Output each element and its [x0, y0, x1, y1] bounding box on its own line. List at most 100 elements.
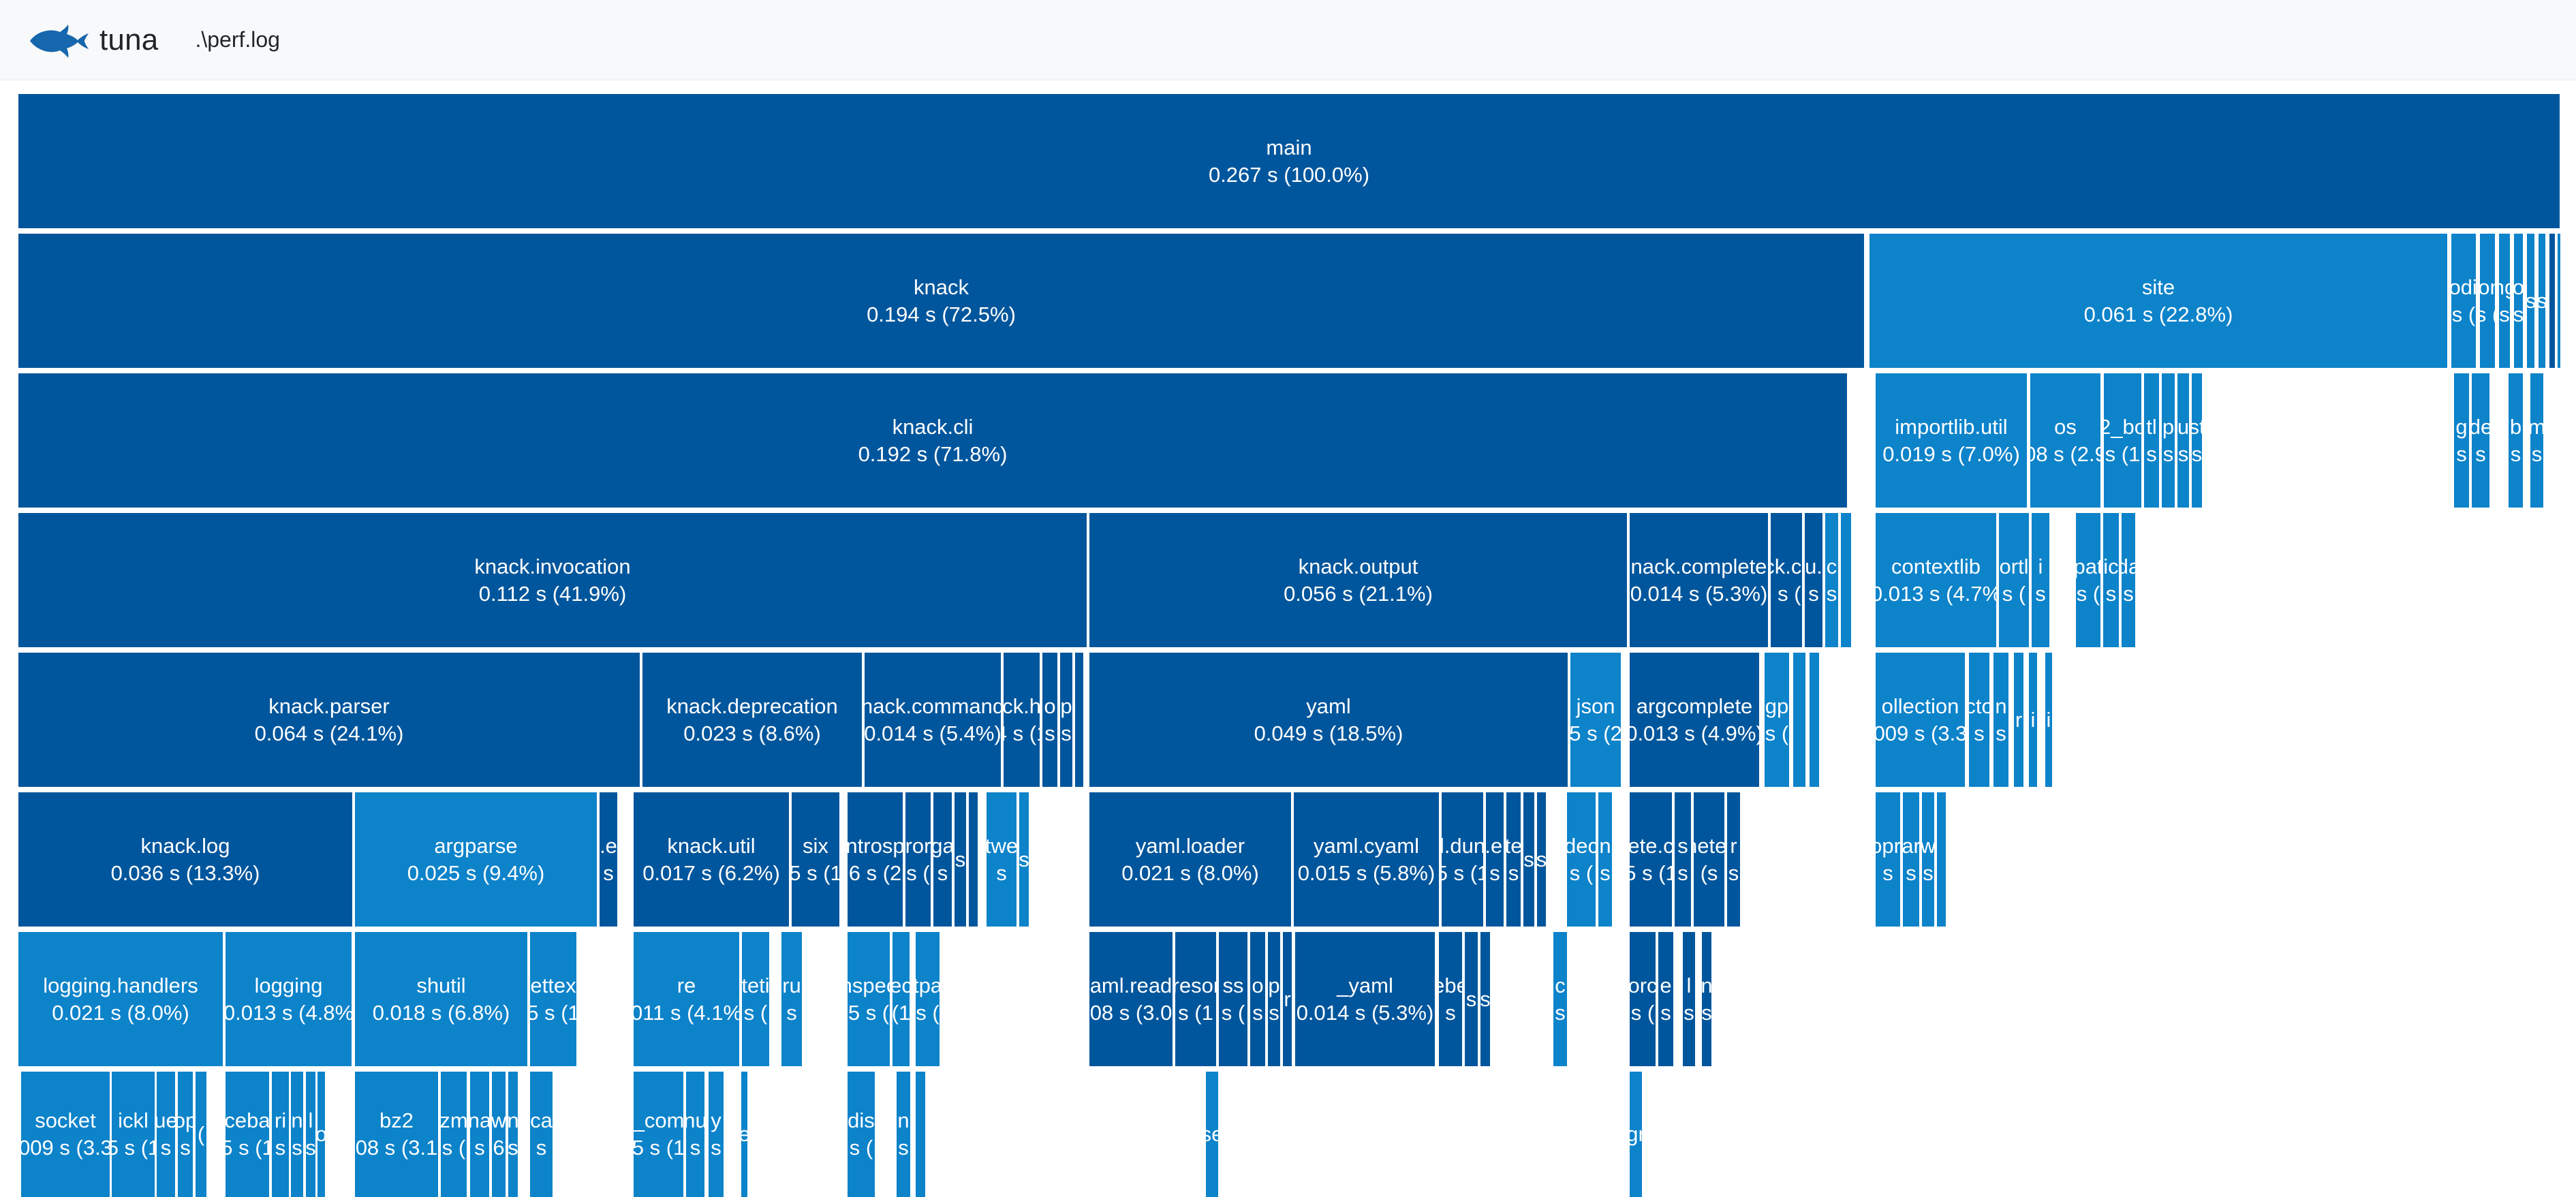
icicle-block[interactable]: s: [1019, 792, 1029, 927]
icicle-block[interactable]: .resons (1: [1175, 932, 1216, 1066]
icicle-block[interactable]: ngs: [2499, 234, 2510, 368]
icicle-block[interactable]: s: [2527, 234, 2534, 368]
icicle-block[interactable]: s: [1523, 792, 1534, 927]
icicle-block[interactable]: ions (: [2480, 234, 2495, 368]
icicle-block[interactable]: r: [1283, 932, 1292, 1066]
icicle-block[interactable]: os08 s (2.9: [2030, 373, 2100, 508]
icicle-block[interactable]: l.ers: [1486, 792, 1504, 927]
icicle-block[interactable]: [2558, 234, 2560, 368]
icicle-block[interactable]: opris: [1876, 792, 1900, 927]
icicle-block[interactable]: [1075, 653, 1083, 787]
icicle-block[interactable]: o: [317, 1072, 325, 1197]
icicle-block[interactable]: [1793, 653, 1805, 787]
icicle-block[interactable]: ec(1: [893, 932, 910, 1066]
icicle-block[interactable]: [916, 1072, 925, 1197]
icicle-block[interactable]: e: [741, 1072, 747, 1197]
icicle-block[interactable]: s: [1480, 932, 1490, 1066]
icicle-block[interactable]: i: [2029, 653, 2037, 787]
icicle-block[interactable]: r: [2014, 653, 2023, 787]
icicle-block[interactable]: i: [2045, 653, 2052, 787]
icicle-block[interactable]: hete.(s: [1694, 792, 1724, 927]
icicle-block[interactable]: s: [1537, 792, 1546, 927]
icicle-block[interactable]: gr: [1630, 1072, 1642, 1197]
icicle-block[interactable]: ck.h4 s (1: [1004, 653, 1040, 787]
icicle-block[interactable]: s: [2539, 234, 2545, 368]
icicle-block[interactable]: s: [1465, 932, 1478, 1066]
icicle-block[interactable]: nspec5 s (: [848, 932, 890, 1066]
icicle-block[interactable]: [1810, 653, 1819, 787]
